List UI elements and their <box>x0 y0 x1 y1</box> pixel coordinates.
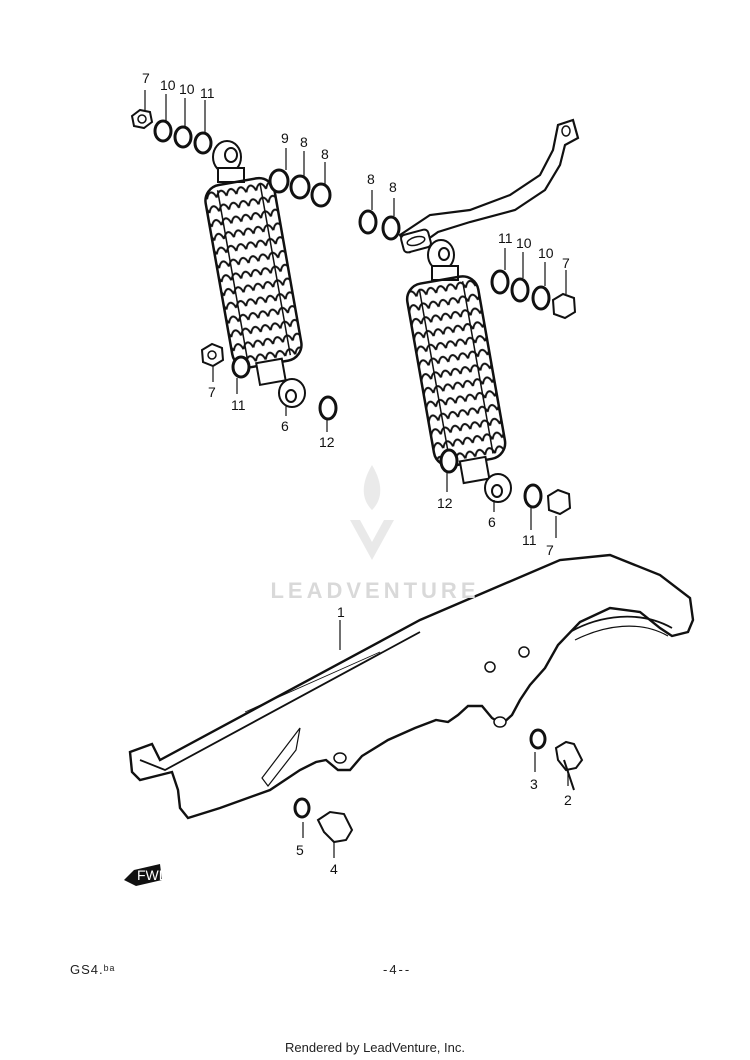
right-top-left-washers <box>358 190 401 241</box>
chain-case <box>128 553 695 820</box>
callout-7: 7 <box>562 255 570 271</box>
callout-7: 7 <box>142 70 150 86</box>
callout-7: 7 <box>208 384 216 400</box>
callout-11: 11 <box>522 532 537 548</box>
watermark-logo <box>350 465 394 560</box>
callout-8: 8 <box>367 171 375 187</box>
fwd-arrow-icon: FWD <box>124 864 169 886</box>
left-bottom-hardware <box>200 342 338 432</box>
callout-6: 6 <box>281 418 289 434</box>
page-code: GS4.ᵇᵃ <box>70 962 116 977</box>
callout-5: 5 <box>296 842 304 858</box>
callout-10: 10 <box>516 235 532 251</box>
callout-labels: 7 10 10 11 9 8 8 7 11 6 12 8 8 11 10 10 … <box>142 70 572 877</box>
callout-10: 10 <box>538 245 554 261</box>
right-shock-absorber <box>405 239 512 503</box>
right-mount-bracket <box>398 118 580 254</box>
callout-3: 3 <box>530 776 538 792</box>
callout-11: 11 <box>200 85 215 101</box>
callout-11: 11 <box>498 230 513 246</box>
callout-11: 11 <box>231 397 246 413</box>
fwd-label: FWD <box>137 867 169 883</box>
callout-8: 8 <box>389 179 397 195</box>
callout-12: 12 <box>319 434 335 450</box>
right-bottom-hardware <box>439 448 572 538</box>
chain-case-hardware <box>293 728 584 858</box>
callout-10: 10 <box>160 77 176 93</box>
callout-4: 4 <box>330 861 338 877</box>
callout-10: 10 <box>179 81 195 97</box>
callout-9: 9 <box>281 130 289 146</box>
right-top-hardware <box>490 248 577 320</box>
left-shock-absorber <box>204 140 306 408</box>
callout-2: 2 <box>564 792 572 808</box>
watermark-text: LEADVENTURE <box>270 578 480 603</box>
callout-7: 7 <box>546 542 554 558</box>
left-side-washers <box>268 148 332 208</box>
page-number: -4-- <box>383 962 412 977</box>
rendered-by-footer: Rendered by LeadVenture, Inc. <box>285 1040 465 1055</box>
left-top-hardware <box>130 90 213 155</box>
callout-6: 6 <box>488 514 496 530</box>
callout-12: 12 <box>437 495 453 511</box>
callout-1: 1 <box>337 604 345 620</box>
callout-8: 8 <box>300 134 308 150</box>
callout-8: 8 <box>321 146 329 162</box>
